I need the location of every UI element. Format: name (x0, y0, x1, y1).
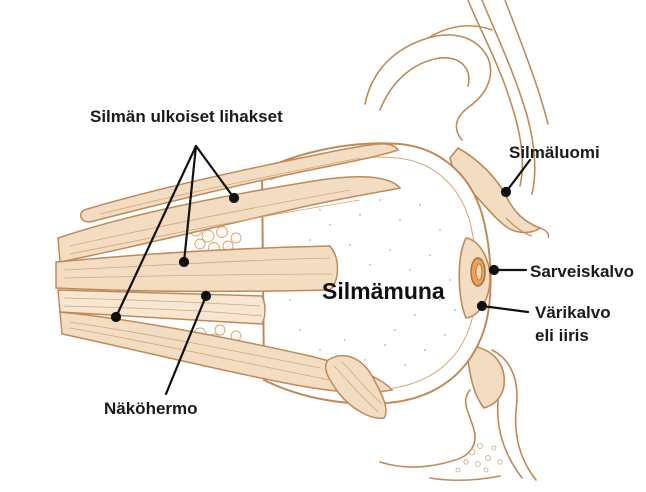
label-eyeball: Silmämuna (322, 278, 445, 304)
label-iris-line1: Värikalvo (535, 303, 611, 322)
label-optic-nerve: Näköhermo (104, 399, 198, 418)
lower-eyelid (468, 346, 504, 408)
label-cornea: Sarveiskalvo (530, 262, 634, 281)
iris (471, 258, 485, 286)
label-iris-line2: eli iiris (535, 326, 589, 345)
label-extraocular-muscles: Silmän ulkoiset lihakset (90, 107, 283, 126)
label-eyelid: Silmäluomi (509, 143, 600, 162)
